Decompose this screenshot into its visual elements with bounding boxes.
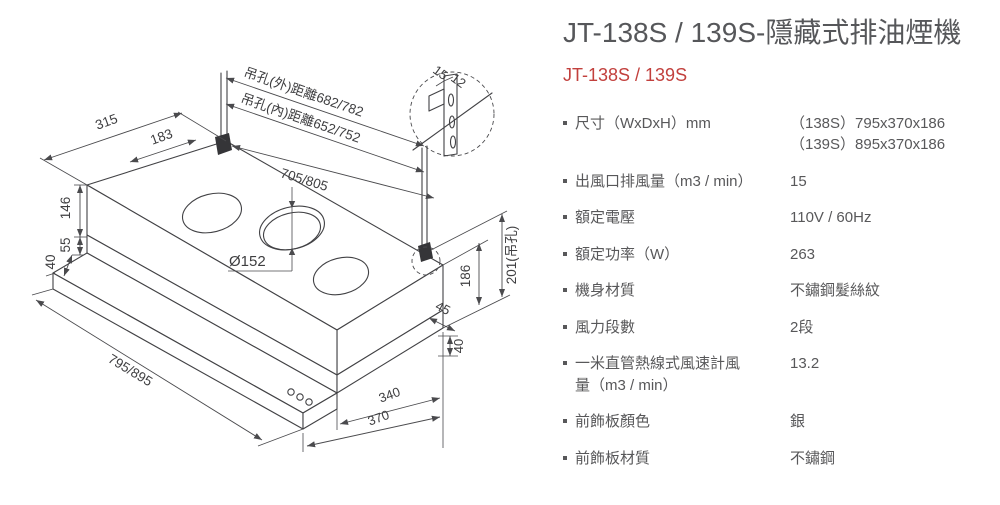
bullet-icon [563, 215, 575, 220]
spec-value: 15 [790, 172, 807, 190]
spec-row-dimensions: 尺寸（WxDxH）mm （138S）795x370x186 （139S）895x… [563, 113, 999, 156]
dim-outlet-diameter: Ø152 [229, 253, 266, 270]
depth-dimensions: 315 183 [39, 111, 227, 186]
dim-55: 55 [58, 237, 73, 252]
spec-label: 一米直管熱線式風速計風量（m3 / min） [575, 355, 741, 394]
spec-label: 前飾板材質 [575, 449, 651, 467]
bullet-icon [563, 419, 575, 424]
product-diagram: 吊孔(外)距離682/782 吊孔(內)距離652/752 705/805 31… [31, 62, 519, 452]
spec-label: 前飾板顏色 [575, 413, 651, 431]
exhaust-outlet-holes [181, 192, 370, 296]
control-buttons [287, 388, 313, 406]
dim-front-width: 795/895 [106, 351, 156, 389]
dim-201: 201(吊孔) [504, 226, 519, 285]
model-subtitle: JT-138S / 139S [563, 64, 688, 85]
bracket-detail-callout: 15 12 [409, 62, 495, 157]
spec-value: 銀 [790, 413, 806, 431]
spec-row-voltage: 額定電壓 110V / 60Hz [563, 207, 999, 229]
spec-row-front-panel-material: 前飾板材質 不鏽鋼 [563, 448, 999, 470]
bullet-icon [563, 120, 575, 125]
dim-186: 186 [458, 265, 473, 288]
spec-label: 尺寸（WxDxH）mm [575, 114, 711, 132]
spec-label: 額定功率（W） [575, 245, 680, 263]
spec-value: 不鏽鋼 [790, 449, 836, 467]
bullet-icon [563, 361, 575, 366]
spec-value: 不鏽鋼髮絲紋 [790, 282, 881, 300]
spec-row-front-panel-color: 前飾板顏色 銀 [563, 411, 999, 433]
spec-label: 風力段數 [575, 318, 636, 336]
page-title: JT-138S / 139S-隱藏式排油煙機 [563, 17, 962, 48]
bullet-icon [563, 455, 575, 460]
bullet-icon [563, 324, 575, 329]
left-hanging-bracket [215, 70, 232, 155]
spec-row-power: 額定功率（W） 263 [563, 244, 999, 266]
spec-value: 110V / 60Hz [790, 209, 872, 227]
dim-detail-12: 12 [448, 70, 469, 91]
dim-315: 315 [93, 111, 119, 133]
hanging-hole-callout-circle [411, 246, 441, 276]
dim-40-left: 40 [43, 254, 58, 269]
spec-row-body-material: 機身材質 不鏽鋼髮絲紋 [563, 280, 999, 302]
dim-183: 183 [148, 126, 174, 148]
bullet-icon [563, 178, 575, 183]
left-height-dimensions: 146 55 40 [43, 184, 87, 277]
outlet-diameter-dimension: Ø152 [228, 187, 296, 272]
dim-370: 370 [366, 407, 392, 429]
spec-row-fan-speeds: 風力段數 2段 [563, 317, 999, 339]
spec-value: （138S）795x370x186 （139S）895x370x186 [790, 114, 946, 154]
spec-panel: JT-138S / 139S-隱藏式排油煙機 JT-138S / 139S 尺寸… [563, 14, 999, 484]
bullet-icon [563, 251, 575, 256]
bullet-icon [563, 288, 575, 293]
spec-row-exhaust-volume: 出風口排風量（m3 / min） 15 [563, 171, 999, 193]
dim-40-right: 40 [451, 339, 466, 353]
spec-label: 機身材質 [575, 282, 636, 300]
dim-146: 146 [58, 197, 73, 220]
spec-list: 尺寸（WxDxH）mm （138S）795x370x186 （139S）895x… [563, 113, 999, 470]
dim-detail-15: 15 [430, 62, 451, 83]
spec-value: 13.2 [790, 355, 820, 373]
spec-value: 2段 [790, 318, 814, 336]
right-height-dimensions: 186 201(吊孔) 45 40 [428, 210, 519, 357]
spec-label: 額定電壓 [575, 209, 636, 227]
spec-row-anemometer-volume: 一米直管熱線式風速計風量（m3 / min） 13.2 [563, 353, 999, 396]
hood-isometric-drawing: 吊孔(外)距離682/782 吊孔(內)距離652/752 705/805 31… [31, 62, 519, 452]
dim-45: 45 [433, 298, 453, 318]
spec-label: 出風口排風量（m3 / min） [575, 172, 753, 190]
spec-value: 263 [790, 245, 816, 263]
dim-340: 340 [377, 384, 403, 406]
